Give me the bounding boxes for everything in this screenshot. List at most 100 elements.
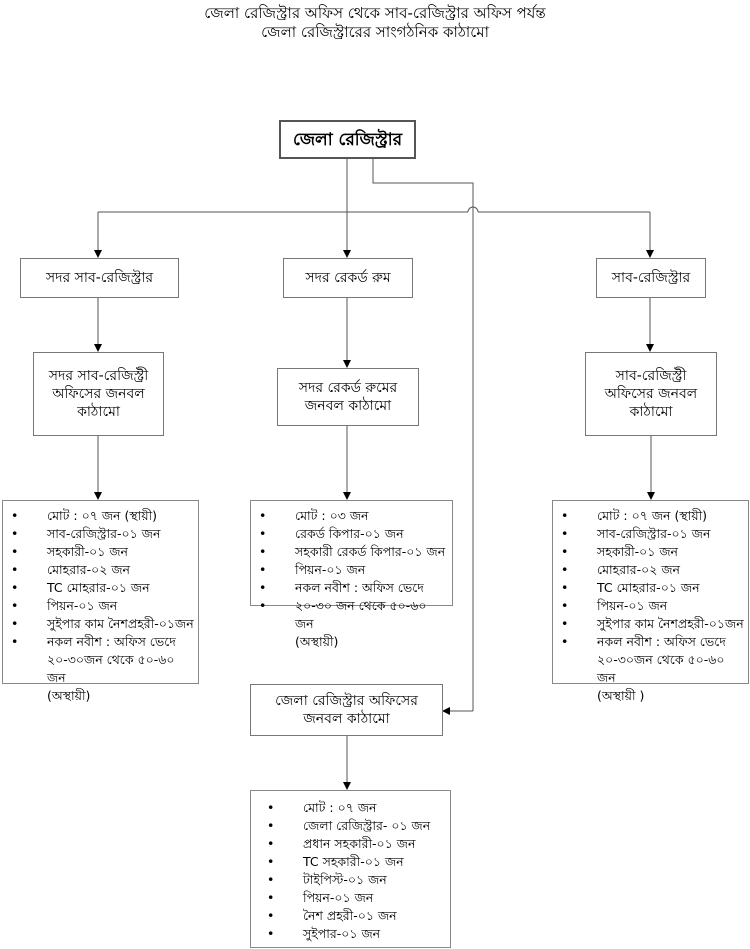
sadar-record-room-box: সদর রেকর্ড রুম [283, 258, 413, 298]
list-item-text: মোহরার-০২ জন [597, 562, 680, 577]
list-item: •রেকর্ড কিপার-০১ জন [257, 525, 448, 543]
list-item: • নকল নবীশ : অফিস ভেদে [9, 633, 194, 651]
list-item: • TC মোহরার-০১ জন [559, 579, 744, 597]
bullet-icon: • [11, 580, 19, 595]
box-line: অফিসের জনবল [52, 386, 145, 402]
list-item: • নৈশ প্রহরী-০১ জন [265, 907, 446, 925]
bullet-icon: • [259, 562, 267, 577]
list-item-text: প্রধান সহকারী-০১ জন [303, 836, 416, 851]
list-item-text: পিয়ন-০১ জন [597, 598, 668, 613]
box-line: সাব-রেজিস্ট্রী [615, 368, 687, 384]
middle-staff-list: •মোট : ০৩ জন•রেকর্ড কিপার-০১ জন•সহকারী র… [250, 500, 453, 649]
bullet-icon: • [11, 526, 19, 541]
list-item: (অস্থায়ী ) [559, 687, 744, 705]
list-item-text: (অস্থায়ী) [47, 688, 91, 703]
list-item: • TC মোহরার-০১ জন [9, 579, 194, 597]
box-line: জেলা রেজিস্ট্রার অফিসের [275, 693, 418, 709]
list-item-text: TC মোহরার-০১ জন [47, 580, 150, 595]
list-item: • সুইপার কাম নৈশপ্রহরী-০১জন [9, 615, 194, 633]
list-item-text: TC মোহরার-০১ জন [597, 580, 700, 595]
bullet-icon: • [561, 508, 569, 523]
list-item: • পিয়ন-০১ জন [559, 597, 744, 615]
list-item-text: ২০-৩০জন থেকে ৫০-৬০ জন [47, 652, 175, 685]
list-item: •মোট : ০৭ জন (স্থায়ী) [9, 507, 194, 525]
bullet-icon: • [267, 818, 275, 833]
box-line: অফিসের জনবল [604, 386, 698, 402]
list-item-text: মোট : ০৭ জন (স্থায়ী) [597, 508, 708, 523]
bullet-icon: • [11, 598, 19, 613]
list-item-text: সাব-রেজিস্ট্রার-০১ জন [597, 526, 711, 541]
bullet-icon: • [259, 526, 267, 541]
bullet-icon: • [267, 800, 275, 815]
bullet-icon: • [11, 562, 19, 577]
list-item-text: নকল নবীশ : অফিস ভেদে [295, 580, 424, 595]
bullet-icon: • [561, 544, 569, 559]
list-item: (অস্থায়ী) [257, 633, 448, 651]
list-item: • মোহরার-০২ জন [9, 561, 194, 579]
list-item-text: সুইপার কাম নৈশপ্রহরী-০১জন [597, 616, 744, 631]
list-item: •সহকারী-০১ জন [559, 543, 744, 561]
list-item: • মোট : ০৭ জন [265, 799, 446, 817]
list-item-text: মোট : ০৩ জন [295, 508, 369, 523]
list-item: •TC সহকারী-০১ জন [265, 853, 446, 871]
bullet-icon: • [259, 544, 267, 559]
bullet-icon: • [267, 890, 275, 905]
box-line: সদর রেকর্ড রুমের [298, 380, 398, 396]
district-registrar-box: জেলা রেজিস্ট্রার [279, 120, 416, 159]
list-item: •টাইপিস্ট-০১ জন [265, 871, 446, 889]
connector-to-district-office [372, 158, 474, 711]
list-item: •২০-৩০ জন থেকে ৫০-৬০ জন [257, 597, 448, 633]
list-item: • মোট : ০৩ জন [257, 507, 448, 525]
bullet-icon: • [11, 544, 19, 559]
list-item: • সাব-রেজিস্ট্রার-০১ জন [9, 525, 194, 543]
list-item-text: নকল নবীশ : অফিস ভেদে [47, 634, 176, 649]
bullet-icon: • [11, 616, 19, 631]
list-item-text: সহকারী রেকর্ড কিপার-০১ জন [295, 544, 446, 559]
bullet-icon: • [267, 872, 275, 887]
list-item-text: TC সহকারী-০১ জন [303, 854, 404, 869]
list-item-text: সুইপার-০১ জন [303, 926, 381, 941]
box-line: সদর সাব-রেজিস্ট্রী [48, 368, 149, 384]
left-staff-list: •মোট : ০৭ জন (স্থায়ী)•সাব-রেজিস্ট্রার-০… [2, 500, 199, 703]
sadar-sub-registrar-box: সদর সাব-রেজিস্ট্রার [20, 258, 179, 298]
bullet-icon: • [267, 926, 275, 941]
bullet-icon: • [267, 908, 275, 923]
list-item-text: ২০-৩০জন থেকে ৫০-৬০ জন [597, 652, 725, 685]
bullet-icon: • [561, 526, 569, 541]
list-item: •নকল নবীশ : অফিস ভেদে [257, 579, 448, 597]
bullet-icon: • [267, 836, 275, 851]
bullet-icon: • [259, 508, 267, 523]
bullet-icon: • [561, 580, 569, 595]
right-staff-list: • মোট : ০৭ জন (স্থায়ী) • সাব-রেজিস্ট্রার-০… [552, 500, 749, 703]
bullet-icon: • [561, 562, 569, 577]
list-item: • সুইপার কাম নৈশপ্রহরী-০১জন [559, 615, 744, 633]
bullet-icon: • [561, 598, 569, 613]
list-item-text: (অস্থায়ী) [295, 634, 339, 649]
list-item-text: পিয়ন-০১ জন [303, 890, 374, 905]
list-item-text: মোট : ০৭ জন [303, 800, 377, 815]
list-item: • সাব-রেজিস্ট্রার-০১ জন [559, 525, 744, 543]
chart-title-line2: জেলা রেজিস্ট্রারের সাংগঠনিক কাঠামো [261, 23, 489, 41]
bullet-icon: • [561, 616, 569, 631]
list-item-text: সুইপার কাম নৈশপ্রহরী-০১জন [47, 616, 194, 631]
sub-registrar-box: সাব-রেজিস্ট্রার [596, 258, 706, 298]
list-item-text: পিয়ন-০১ জন [295, 562, 366, 577]
bottom-staff-list: • মোট : ০৭ জন • জেলা রেজিস্ট্রার- ০১ জন • প্র… [250, 790, 451, 948]
bullet-icon: • [11, 634, 19, 649]
list-item-text: সহকারী-০১ জন [47, 544, 129, 559]
list-item-text: সাব-রেজিস্ট্রার-০১ জন [47, 526, 161, 541]
list-item-text: মোহরার-০২ জন [47, 562, 130, 577]
list-item-text: জেলা রেজিস্ট্রার- ০১ জন [303, 818, 431, 833]
list-item: • সহকারী রেকর্ড কিপার-০১ জন [257, 543, 448, 561]
list-item: • মোহরার-০২ জন [559, 561, 744, 579]
chart-title-line1: জেলা রেজিস্ট্রার অফিস থেকে সাব-রেজিস্ট্র… [204, 4, 546, 22]
list-item-text: নৈশ প্রহরী-০১ জন [303, 908, 397, 923]
list-item-text: নকল নবীশ : অফিস ভেদে [597, 634, 726, 649]
list-item-text: মোট : ০৭ জন (স্থায়ী) [47, 508, 158, 523]
list-item-text: ২০-৩০ জন থেকে ৫০-৬০ জন [295, 598, 427, 631]
